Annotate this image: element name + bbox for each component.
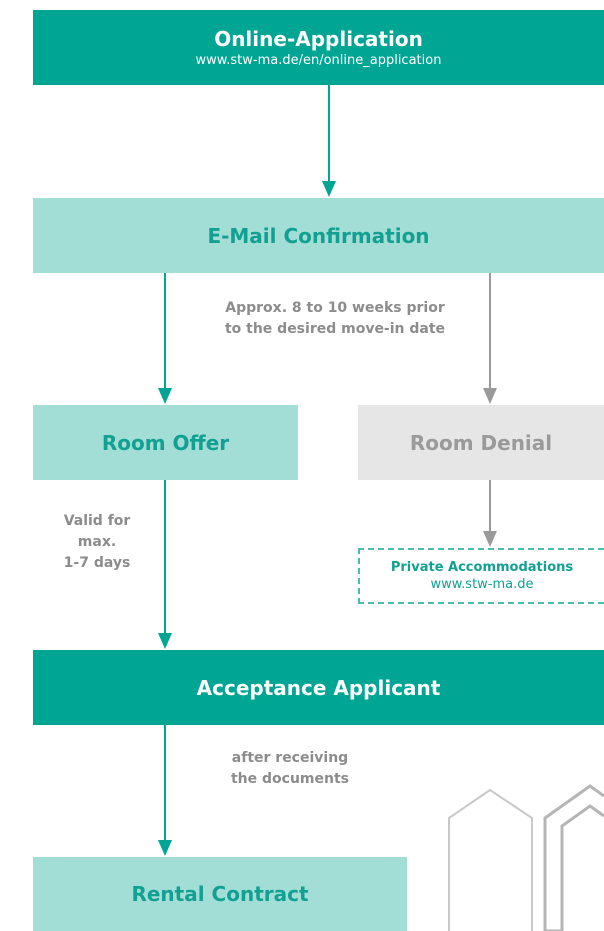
timing-note-line-2: to the desired move-in date [224,321,446,337]
arrow-offer-to-acceptance [158,480,172,649]
house-outline-icon [543,784,604,931]
email-confirmation-box: E-Mail Confirmation [33,198,604,273]
validity-note-line-2: max. [77,534,117,550]
timing-note: Approx. 8 to 10 weeks prior to the desir… [195,298,475,340]
arrow-email-to-offer [158,273,172,404]
room-offer-box: Room Offer [33,405,298,480]
online-application-box: Online-Application www.stw-ma.de/en/onli… [33,10,604,85]
room-offer-title: Room Offer [101,430,230,455]
private-accommodations-box: Private Accommodations www.stw-ma.de [358,548,604,604]
validity-note-line-1: Valid for [63,513,131,529]
email-confirmation-title: E-Mail Confirmation [207,223,430,248]
acceptance-applicant-title: Acceptance Applicant [196,675,441,700]
online-application-url[interactable]: www.stw-ma.de/en/online_application [195,53,442,68]
acceptance-applicant-box: Acceptance Applicant [33,650,604,725]
house-outline-icon [448,788,533,931]
arrow-online-to-email [322,85,336,197]
room-denial-box: Room Denial [358,405,604,480]
rental-contract-title: Rental Contract [131,882,309,906]
documents-note: after receiving the documents [210,748,370,790]
private-accommodations-title: Private Accommodations [390,560,574,575]
timing-note-line-1: Approx. 8 to 10 weeks prior [225,300,445,316]
documents-note-line-2: the documents [230,771,349,787]
documents-note-line-1: after receiving [231,750,349,766]
private-accommodations-url[interactable]: www.stw-ma.de [430,577,534,592]
arrow-denial-to-private [483,480,497,547]
validity-note: Valid for max. 1-7 days [52,511,142,574]
room-denial-title: Room Denial [409,430,553,455]
arrow-email-to-denial [483,273,497,404]
online-application-title: Online-Application [214,27,423,51]
arrow-acceptance-to-rental [158,725,172,856]
validity-note-line-3: 1-7 days [63,555,131,571]
rental-contract-box: Rental Contract [33,857,407,931]
